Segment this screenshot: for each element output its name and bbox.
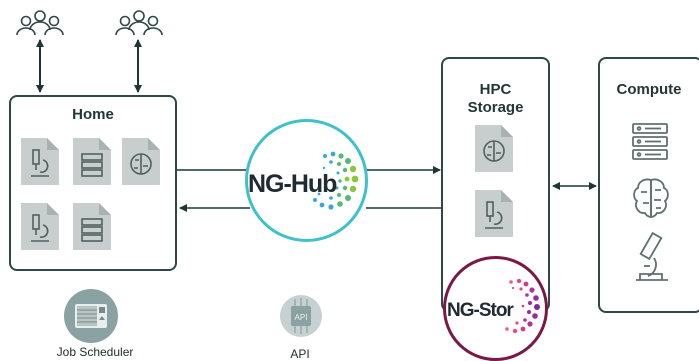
microscope-icon [636,232,668,281]
microscope-file-icon [21,138,59,185]
api-label: API [290,347,310,361]
ng-hub-dot-logo [313,151,359,210]
users-icon [115,10,163,36]
ng-stor-dot-logo [505,278,540,334]
ng-stor-label: NG-Stor [447,300,514,321]
microscope-file-icon [475,190,513,237]
hpc-title-line1: HPC [479,81,512,98]
microscope-file-icon [21,203,59,250]
job-scheduler-icon [64,289,118,343]
users-icon [16,10,64,36]
api-chip-text: API [295,313,308,322]
brain-file-icon [475,125,513,172]
hpc-title-line2: Storage [467,99,524,116]
compute-title: Compute [616,81,682,98]
hpc-storage-title: HPC Storage [441,81,550,117]
home-title: Home [72,106,114,123]
job-scheduler-label: Job Scheduler [56,345,134,359]
ng-hub-label: NG-Hub [248,170,337,198]
api-icon: API [280,295,322,337]
compute-panel [598,57,699,313]
brain-icon [633,178,669,218]
ng-stor-ring [443,256,548,361]
brain-file-icon [122,138,160,185]
server-file-icon [73,203,111,250]
server-icon [632,123,668,160]
ng-hub-ring [245,119,368,242]
server-file-icon [73,138,111,185]
